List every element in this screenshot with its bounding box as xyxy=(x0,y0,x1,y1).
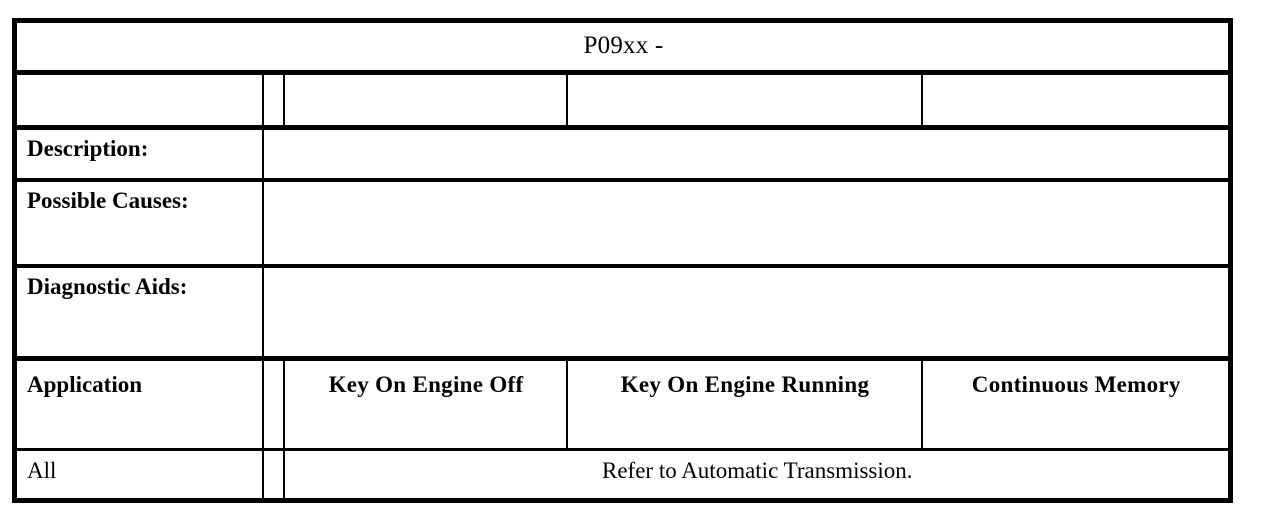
label-cell-description: Description: xyxy=(12,127,264,183)
header-blank-4-text xyxy=(923,75,1229,83)
table-row-possible-causes: Possible Causes: xyxy=(12,180,1233,269)
description-value xyxy=(264,130,1229,140)
value-cell-description xyxy=(261,127,1233,183)
continuous-memory-label: Continuous Memory xyxy=(971,371,1181,397)
header-blank-2-text xyxy=(285,75,566,83)
dtc-title-cell: P09xx - xyxy=(12,18,1233,75)
label-cell-possible-causes: Possible Causes: xyxy=(12,180,264,269)
header-cell-blank-3 xyxy=(565,72,923,130)
result-value: Refer to Automatic Transmission. xyxy=(602,457,913,483)
table-row-application-header: Application Key On Engine Off Key On Eng… xyxy=(12,358,1233,451)
header-blank-1-text xyxy=(17,75,262,83)
key-on-engine-off-label: Key On Engine Off xyxy=(328,371,524,397)
description-label: Description: xyxy=(27,135,149,161)
header-cell-blank-1 xyxy=(12,72,264,130)
diagnostic-aids-label: Diagnostic Aids: xyxy=(27,274,188,300)
data-spacer-text xyxy=(264,451,283,459)
application-spacer-text xyxy=(264,361,283,369)
header-spacer-text xyxy=(264,75,283,83)
header-cell-blank-2 xyxy=(282,72,568,130)
header-cell-blank-4 xyxy=(920,72,1233,130)
header-blank-3-text xyxy=(568,75,921,83)
table-row-title: P09xx - xyxy=(12,18,1233,75)
table-row-column-headers xyxy=(12,72,1233,130)
table-row-diagnostic-aids: Diagnostic Aids: xyxy=(12,266,1233,361)
label-cell-diagnostic-aids: Diagnostic Aids: xyxy=(12,266,264,361)
value-cell-possible-causes xyxy=(261,180,1233,269)
data-cell-result: Refer to Automatic Transmission. xyxy=(282,449,1233,503)
key-on-engine-running-label: Key On Engine Running xyxy=(620,371,870,397)
dtc-table: P09xx - xyxy=(12,18,1233,503)
column-header-key-on-engine-off: Key On Engine Off xyxy=(282,358,568,451)
application-value: All xyxy=(27,457,57,483)
diagnostic-aids-value xyxy=(264,268,1229,278)
application-label-cell: Application xyxy=(12,358,264,451)
data-cell-spacer xyxy=(261,449,285,503)
application-label: Application xyxy=(27,371,143,397)
table-row: All Refer to Automatic Transmission. xyxy=(12,449,1233,503)
data-cell-application: All xyxy=(12,449,264,503)
possible-causes-value xyxy=(264,182,1229,192)
page-title: P09xx - xyxy=(583,32,664,59)
header-cell-spacer xyxy=(261,72,285,130)
possible-causes-label: Possible Causes: xyxy=(27,188,189,214)
application-spacer-cell xyxy=(261,358,285,451)
column-header-continuous-memory: Continuous Memory xyxy=(920,358,1233,451)
table-row-description: Description: xyxy=(12,127,1233,183)
column-header-key-on-engine-running: Key On Engine Running xyxy=(565,358,923,451)
value-cell-diagnostic-aids xyxy=(261,266,1233,361)
